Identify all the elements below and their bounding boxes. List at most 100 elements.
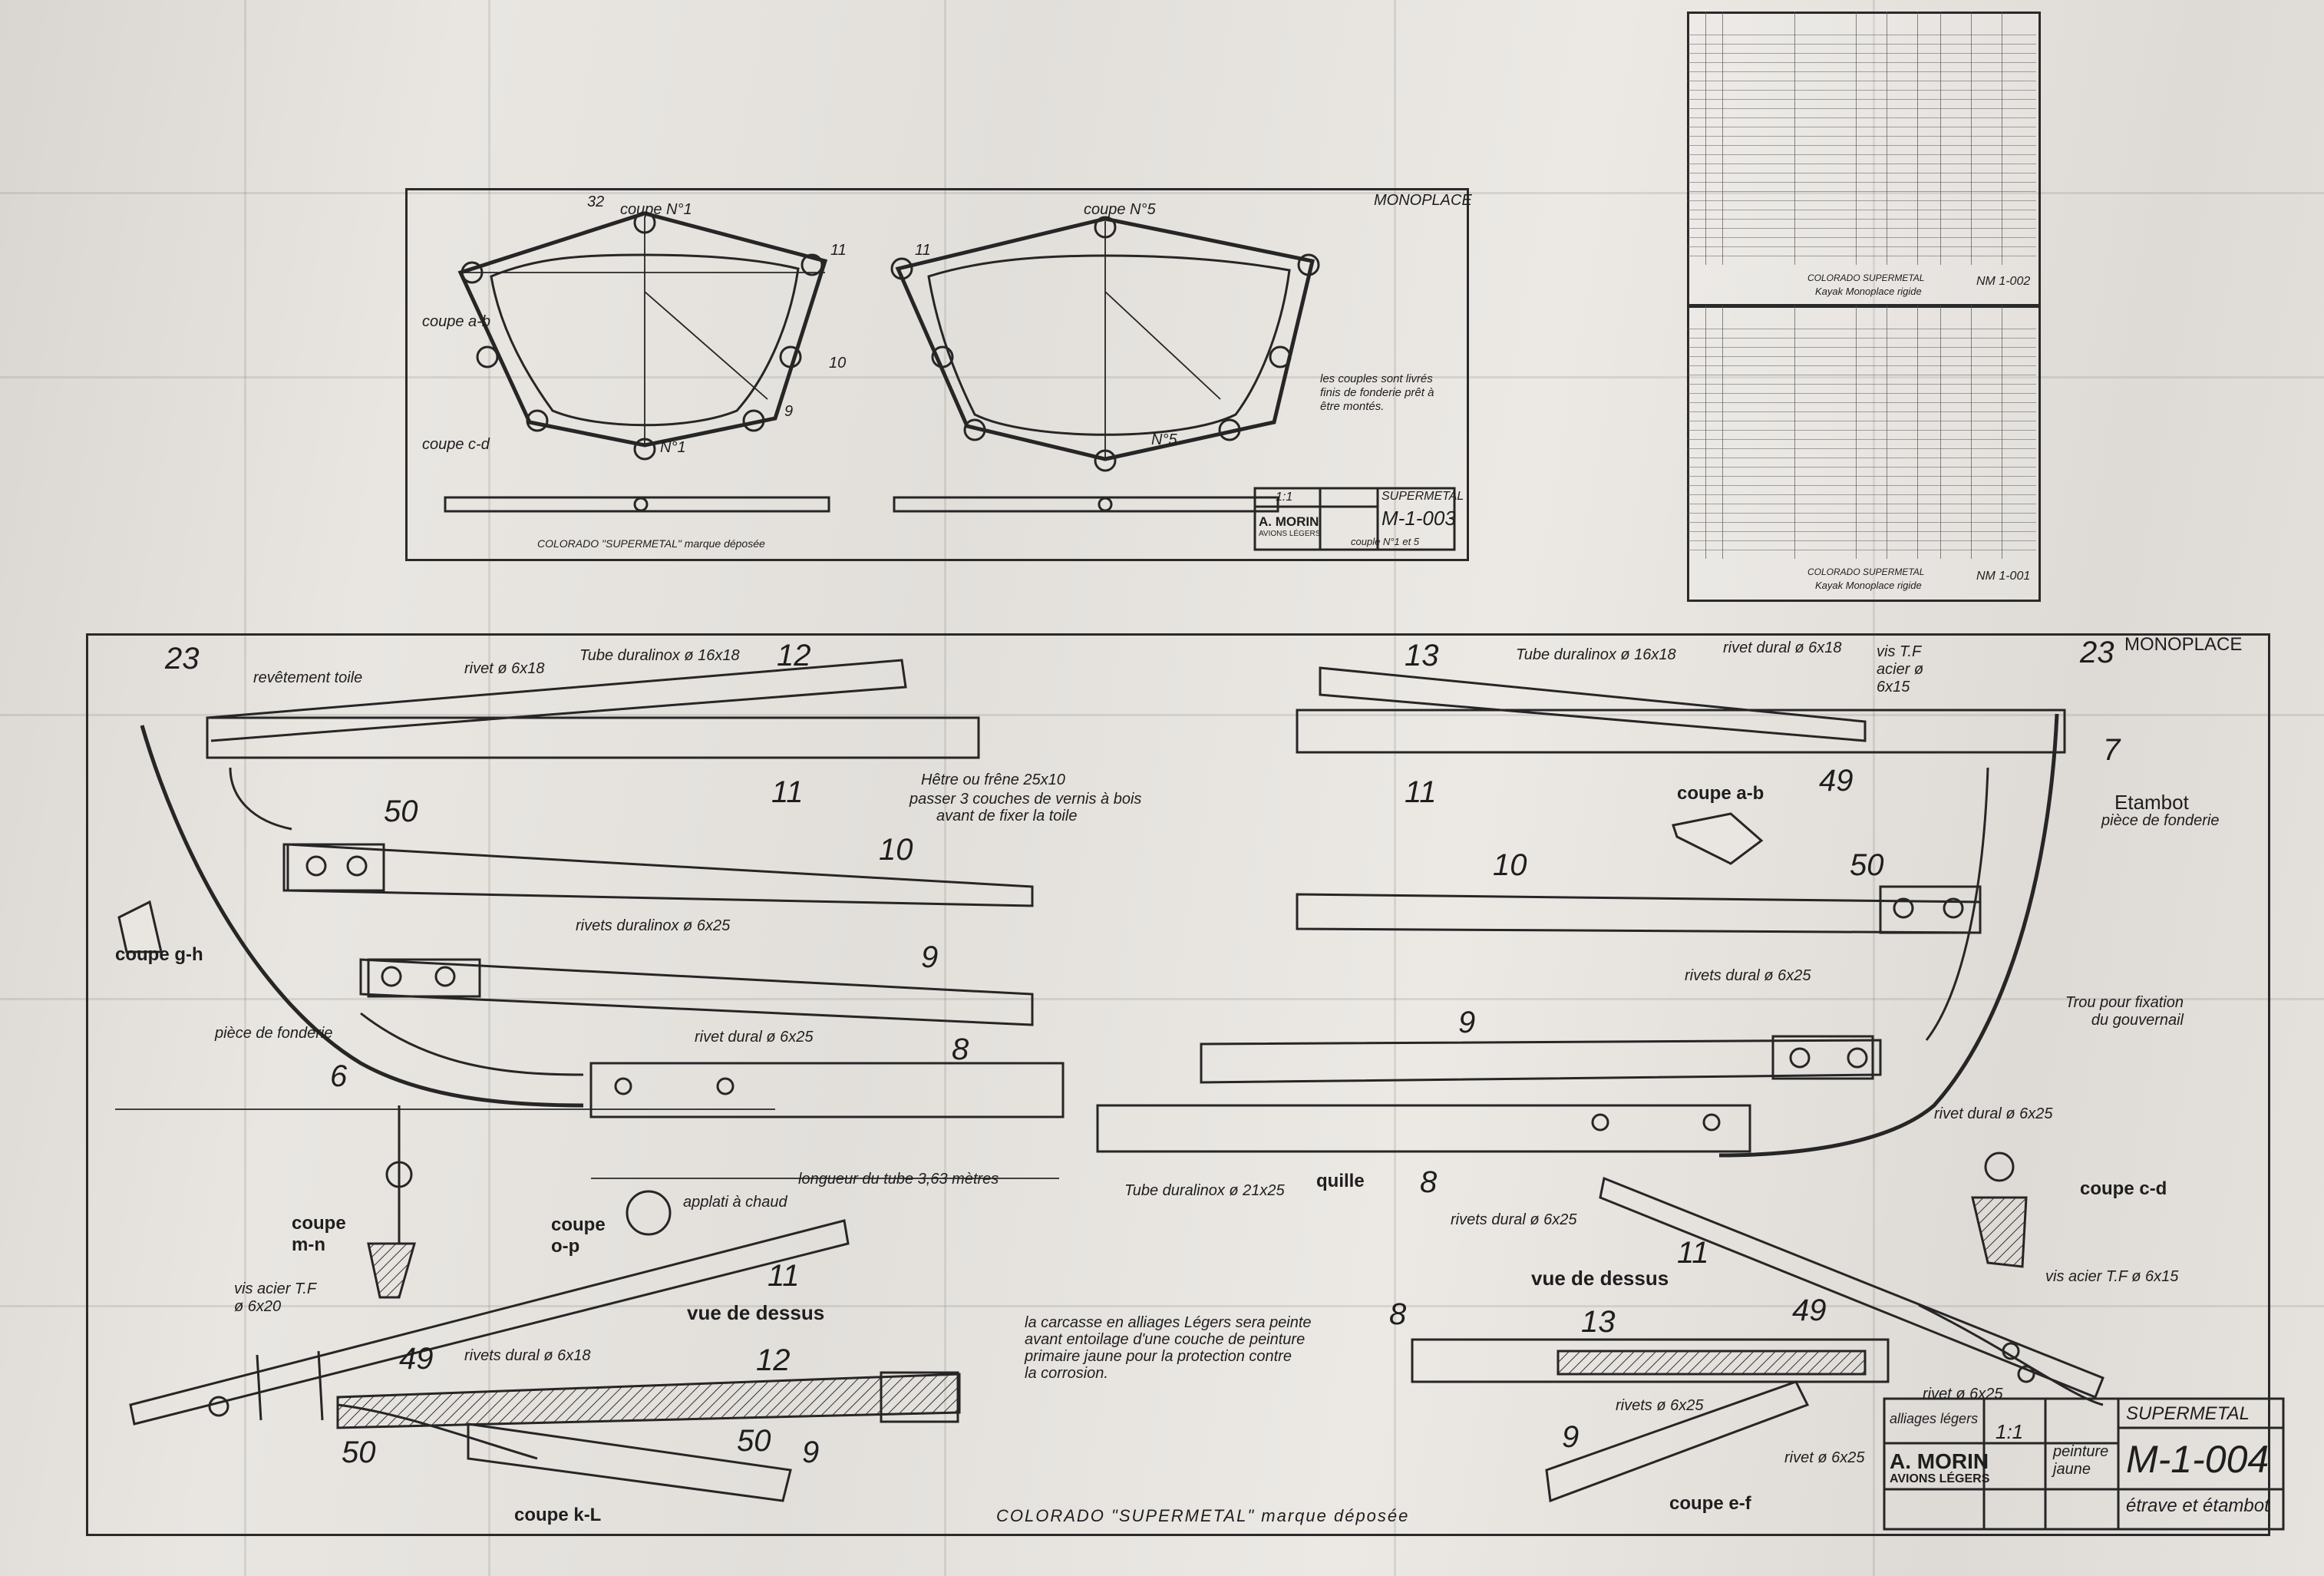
part-number: 11 xyxy=(768,1259,800,1293)
label-vernis2: avant de fixer la toile xyxy=(936,808,1078,824)
bom-row-line xyxy=(1687,467,2036,468)
part-number: 50 xyxy=(342,1436,376,1469)
label-trou: Trou pour fixation du gouvernail xyxy=(2065,994,2184,1029)
bom-row-line xyxy=(1687,108,2036,109)
label-rivet-dural-6x25: rivet dural ø 6x25 xyxy=(695,1029,814,1046)
fold-line xyxy=(0,714,2324,716)
part-number: 50 xyxy=(384,795,418,828)
tb-main-scale: 1:1 xyxy=(1996,1420,2024,1443)
label-carcasse1: la carcasse en alliages Légers sera pein… xyxy=(1025,1314,1312,1331)
top-drawing-frame xyxy=(405,188,1469,561)
bom-row-line xyxy=(1687,237,2036,238)
bom-row-line xyxy=(1687,228,2036,229)
bom-row-line xyxy=(1687,44,2036,45)
bom-row-line xyxy=(1687,62,2036,63)
tb-main-brand: SUPERMETAL xyxy=(2126,1403,2250,1424)
fold-line xyxy=(0,998,2324,1000)
bom-col-line xyxy=(1940,12,1941,265)
part-number: 13 xyxy=(1581,1305,1616,1339)
tb-main-number: M-1-004 xyxy=(2126,1438,2270,1481)
label-coupe-ef: coupe e-f xyxy=(1669,1493,1751,1514)
tb-top-subject: couple N°1 et 5 xyxy=(1351,536,1420,547)
label-vue-dessus-left: vue de dessus xyxy=(687,1301,825,1324)
bom-row-line xyxy=(1687,338,2036,339)
tb-top-scale: 1:1 xyxy=(1276,491,1293,504)
fold-line xyxy=(0,376,2324,378)
label-carcasse3: primaire jaune pour la protection contre xyxy=(1025,1348,1292,1365)
part-number: 11 xyxy=(1405,775,1437,809)
bom-row-line xyxy=(1687,136,2036,137)
bom-row-line xyxy=(1687,384,2036,385)
top-label: 9 xyxy=(784,403,794,420)
label-rivets-duralinox: rivets duralinox ø 6x25 xyxy=(576,917,731,934)
bom-row-line xyxy=(1687,200,2036,201)
part-number: 11 xyxy=(771,775,804,809)
bom-row-line xyxy=(1687,439,2036,440)
top-label: coupe a-b xyxy=(422,313,490,330)
label-quille: quille xyxy=(1316,1171,1365,1191)
top-footer: COLORADO "SUPERMETAL" marque déposée xyxy=(537,537,765,550)
top-header: MONOPLACE xyxy=(1374,192,1472,209)
fold-line xyxy=(1394,0,1396,1576)
part-number: 50 xyxy=(1850,848,1884,882)
bom-col-line xyxy=(1940,306,1941,559)
label-tube-16x18-left: Tube duralinox ø 16x18 xyxy=(579,647,740,664)
bom-row-line xyxy=(1687,476,2036,477)
tb-main-company-sub: AVIONS LÉGERS xyxy=(1890,1472,1990,1485)
main-drawing-frame xyxy=(86,633,2270,1536)
bom-row-line xyxy=(1687,182,2036,183)
bom-col-line xyxy=(1917,12,1918,265)
part-number: 12 xyxy=(777,639,811,672)
label-carcasse2: avant entoilage d'une couche de peinture xyxy=(1025,1331,1306,1348)
top-label: N°5 xyxy=(1151,431,1177,448)
tb-top-number: M-1-003 xyxy=(1382,507,1456,530)
main-header: MONOPLACE xyxy=(2124,634,2243,655)
bom-col-line xyxy=(1971,306,1972,559)
label-tube-16x18-right: Tube duralinox ø 16x18 xyxy=(1516,646,1676,663)
fold-line xyxy=(0,1305,2324,1307)
label-piece-fonderie-right: pièce de fonderie xyxy=(2101,812,2220,829)
bom-row-line xyxy=(1687,430,2036,431)
label-vis-acier-tf: vis acier T.F ø 6x15 xyxy=(2045,1268,2179,1285)
label-rivet-dural-right: rivet dural ø 6x18 xyxy=(1723,639,1842,656)
bom-row-line xyxy=(1687,513,2036,514)
part-number: 11 xyxy=(1677,1236,1709,1270)
label-rivets-bottom2: rivets ø 6x25 xyxy=(1616,1397,1704,1414)
bom-row-line xyxy=(1687,219,2036,220)
label-coupe-ab: coupe a-b xyxy=(1677,783,1764,804)
label-rivets-dural-6x18: rivets dural ø 6x18 xyxy=(464,1347,591,1364)
bom-top-number: NM 1-002 xyxy=(1976,275,2031,288)
part-number: 49 xyxy=(1819,764,1854,798)
label-coupe-op: coupe o-p xyxy=(551,1214,606,1257)
top-label: coupe c-d xyxy=(422,436,490,453)
bom-row-line xyxy=(1687,494,2036,495)
label-vernis: passer 3 couches de vernis à bois xyxy=(909,791,1142,808)
part-number: 49 xyxy=(399,1342,434,1376)
label-aplati: applati à chaud xyxy=(683,1194,787,1211)
label-rivet-bottom3: rivet ø 6x25 xyxy=(1923,1386,2003,1403)
part-number: 7 xyxy=(2103,733,2121,767)
label-vis-tf-acier: vis T.F acier ø 6x15 xyxy=(1877,643,1924,695)
part-number: 23 xyxy=(2080,636,2114,669)
part-number: 9 xyxy=(802,1436,820,1469)
part-number: 23 xyxy=(165,642,200,676)
part-number: 8 xyxy=(1389,1297,1407,1331)
bom-row-line xyxy=(1687,154,2036,155)
part-number: 50 xyxy=(737,1424,771,1458)
bom-row-line xyxy=(1687,356,2036,357)
tb-main-material: alliages légers xyxy=(1890,1411,1979,1426)
fold-line xyxy=(0,192,2324,194)
fold-line xyxy=(1873,0,1875,1576)
label-longueur: longueur du tube 3,63 mètres xyxy=(798,1171,999,1188)
tb-top-brand: SUPERMETAL xyxy=(1382,490,1464,503)
tb-top-company-sub: AVIONS LÉGERS xyxy=(1259,530,1321,538)
label-main-footer: COLORADO "SUPERMETAL" marque déposée xyxy=(996,1506,1410,1525)
bom-col-line xyxy=(1705,12,1706,265)
top-label: 32 xyxy=(587,193,605,210)
bom-row-line xyxy=(1687,117,2036,118)
bom-row-line xyxy=(1687,71,2036,72)
bom-bottom-brand: COLORADO SUPERMETAL xyxy=(1807,567,1925,577)
fold-line xyxy=(944,0,946,1576)
